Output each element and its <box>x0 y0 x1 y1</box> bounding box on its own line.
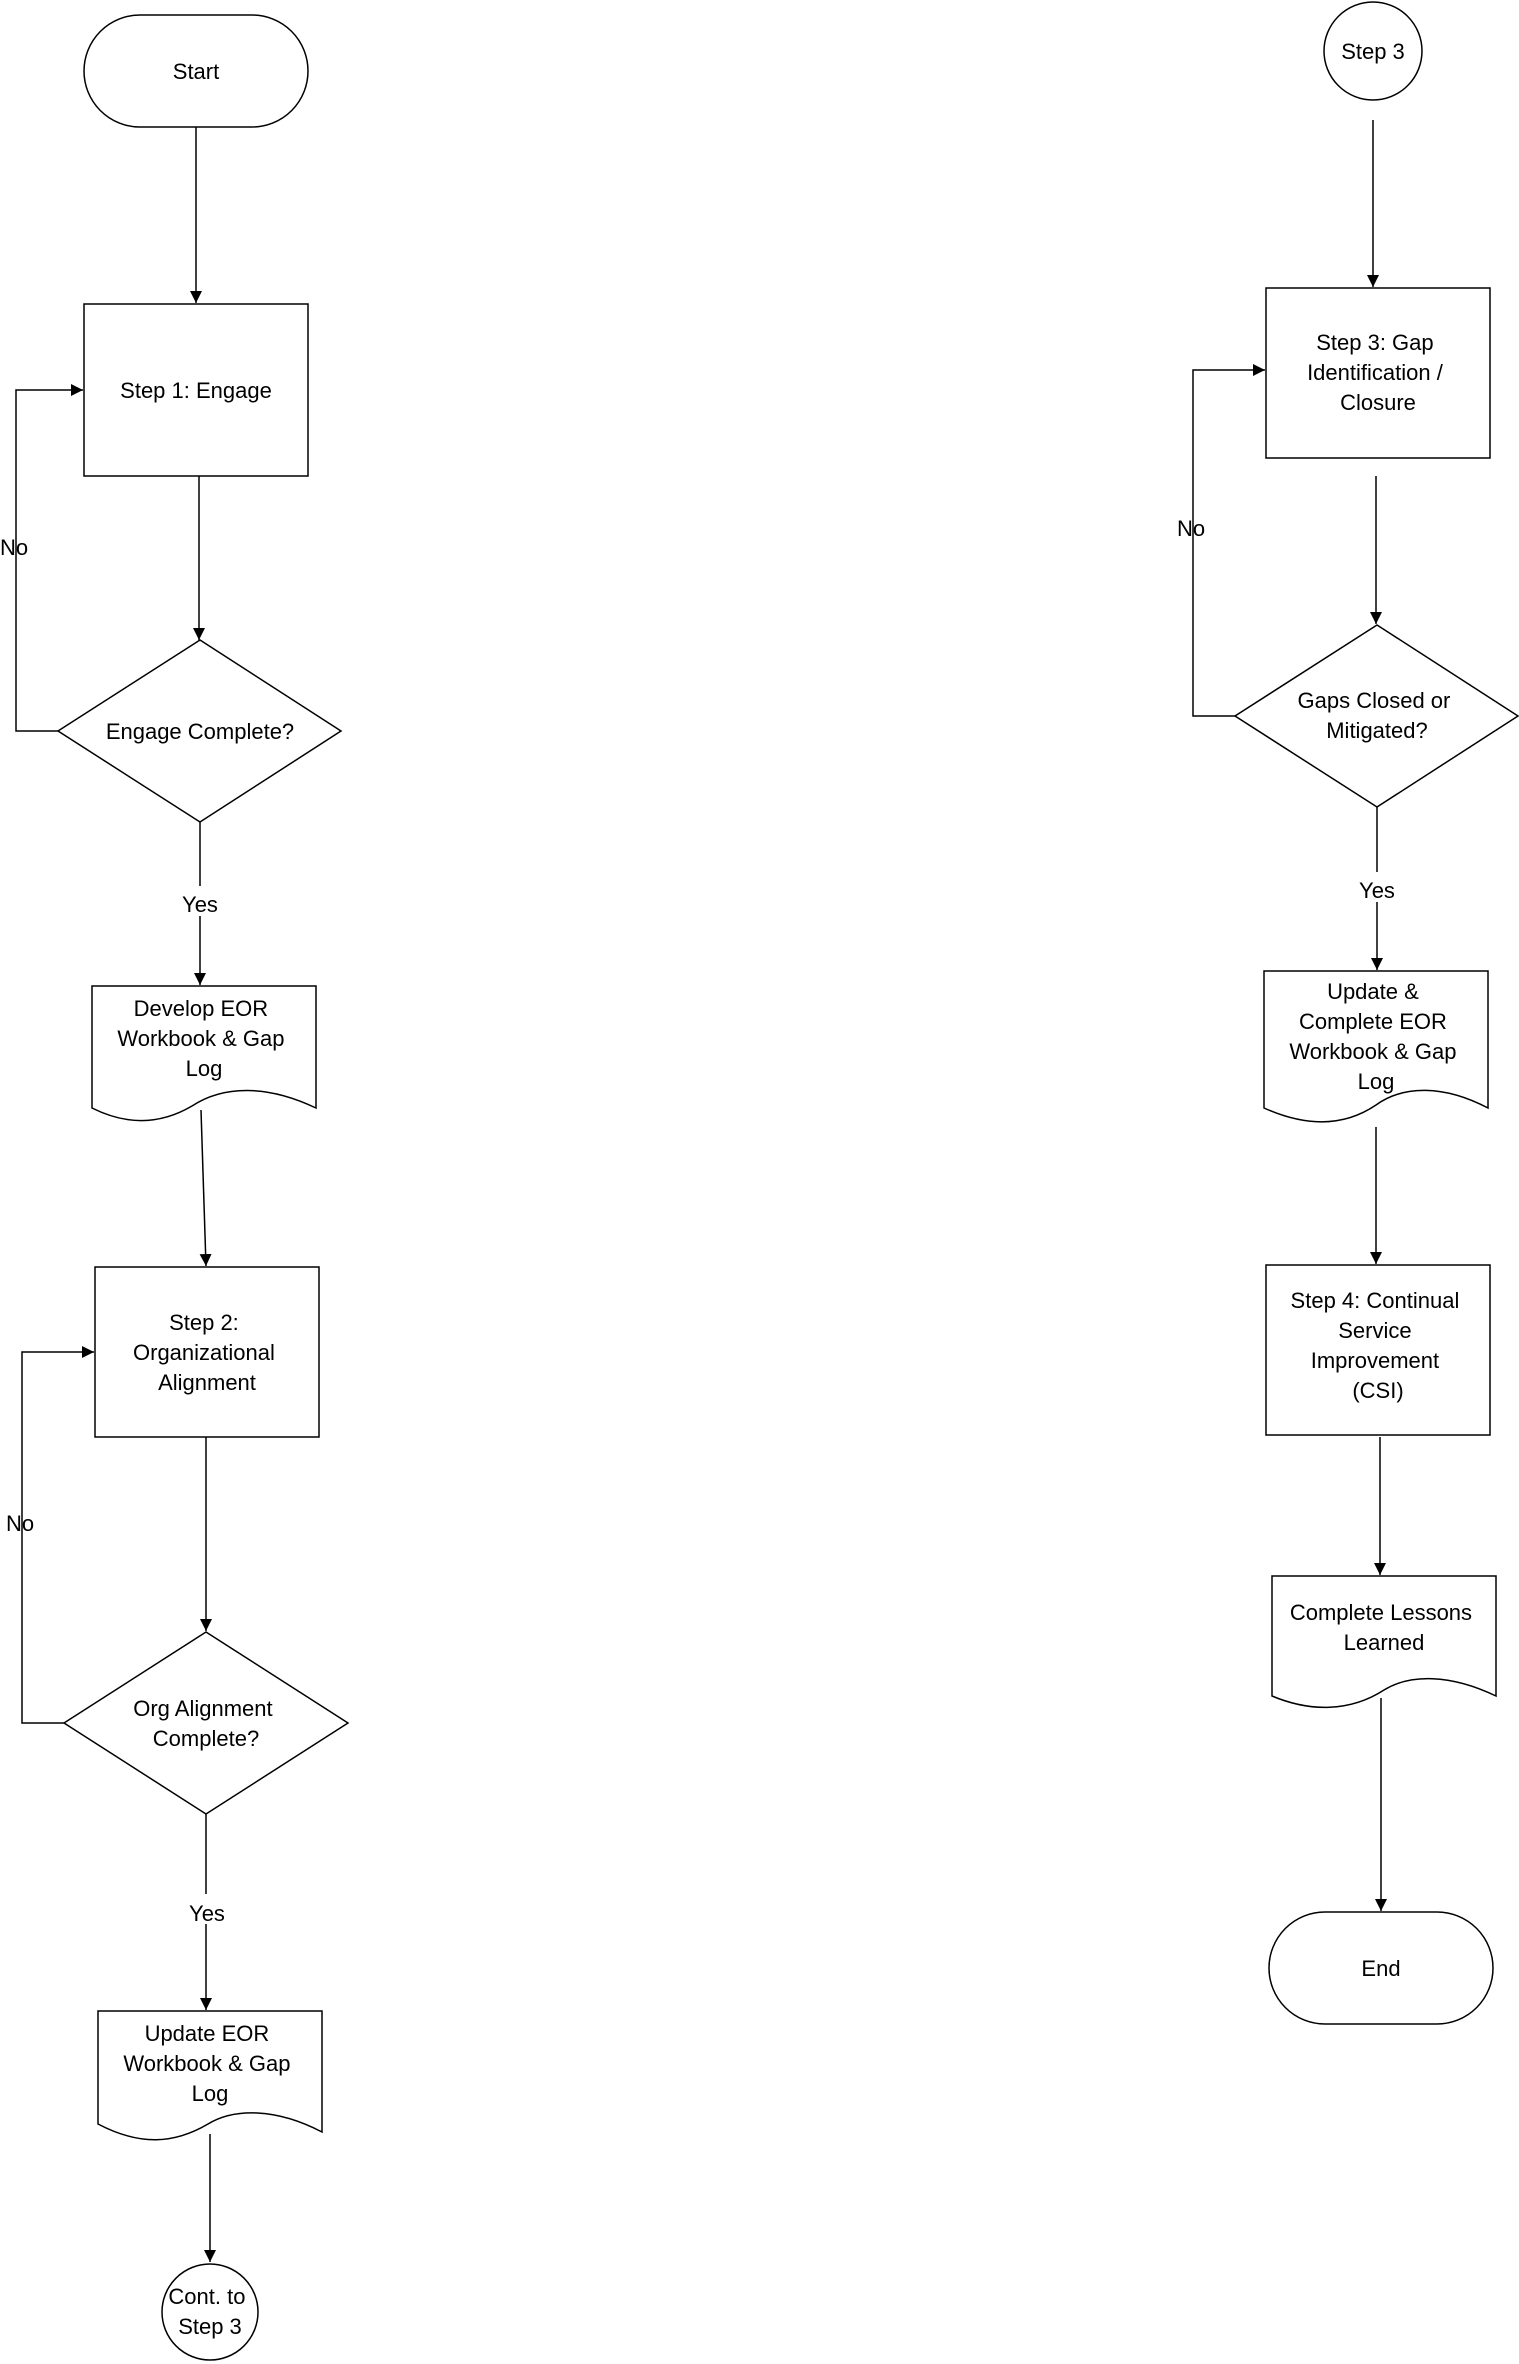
svg-text:Cont. to Step 3: Cont. to Step 3 <box>168 2284 251 2339</box>
step2-process: Step 2: Organizational Alignment <box>94 1266 320 1438</box>
step4-line: Step 4: Continual <box>1291 1288 1460 1313</box>
offpage-connector-out: Cont. to Step 3 <box>161 2263 259 2361</box>
lessons-doc-line: Complete Lessons <box>1290 1600 1472 1625</box>
start-terminator: Start <box>83 14 309 128</box>
org-decision-line: Complete? <box>153 1726 259 1751</box>
end-terminator: End <box>1268 1911 1494 2025</box>
step3-process: Step 3: Gap Identification / Closure <box>1265 287 1491 459</box>
offpage-connector-in: Step 3 <box>1323 1 1423 101</box>
org-alignment-decision: Org Alignment Complete? <box>62 1631 350 1815</box>
lessons-doc-line: Learned <box>1344 1630 1425 1655</box>
step2-line: Organizational <box>133 1340 275 1365</box>
engage-complete-decision: Engage Complete? <box>56 639 343 823</box>
complete-doc-line: Update & <box>1327 979 1419 1004</box>
svg-text:Step 2: Organizational: Step 2: Organizational Alignment <box>133 1310 281 1395</box>
svg-text:Develop EOR Workbook & G: Develop EOR Workbook & Gap Log <box>117 996 290 1081</box>
connector-out-line: Cont. to <box>168 2284 245 2309</box>
edge-develop-to-step2 <box>199 1109 212 1267</box>
connector-in-label: Step 3 <box>1341 39 1405 64</box>
update-doc-line: Workbook & Gap <box>123 2051 290 2076</box>
develop-eor-document: Develop EOR Workbook & Gap Log <box>91 985 317 1122</box>
develop-doc-line: Workbook & Gap <box>117 1026 284 1051</box>
org-yes-label: Yes <box>189 1901 225 1926</box>
lessons-learned-document: Complete Lessons Learned <box>1271 1575 1497 1708</box>
engage-yes-label: Yes <box>182 892 218 917</box>
org-decision-line: Org Alignment <box>133 1696 272 1721</box>
svg-text:Step 3: Gap Identificati: Step 3: Gap Identification / Closure <box>1307 330 1449 415</box>
edge-gaps-no-loop <box>1192 364 1265 717</box>
step3-line: Step 3: Gap <box>1316 330 1433 355</box>
complete-doc-line: Workbook & Gap <box>1289 1039 1456 1064</box>
gaps-closed-decision: Gaps Closed or Mitigated? <box>1233 624 1519 808</box>
engage-decision-label: Engage Complete? <box>106 719 294 744</box>
step3-line: Identification / <box>1307 360 1444 385</box>
complete-doc-line: Log <box>1358 1069 1395 1094</box>
gaps-decision-line: Mitigated? <box>1326 718 1428 743</box>
svg-text:Step 4: Continual Servic: Step 4: Continual Service Improvement (C… <box>1291 1288 1466 1403</box>
edge-engage-no-loop <box>15 384 83 732</box>
develop-doc-line: Develop EOR <box>134 996 269 1021</box>
develop-doc-line: Log <box>186 1056 223 1081</box>
update-eor-document: Update EOR Workbook & Gap Log <box>97 2010 323 2141</box>
svg-text:Complete Lessons Learned: Complete Lessons Learned <box>1290 1600 1478 1655</box>
step2-line: Step 2: <box>169 1310 239 1335</box>
svg-text:Gaps Closed or Mitigated: Gaps Closed or Mitigated? <box>1298 688 1457 743</box>
complete-doc-line: Complete EOR <box>1299 1009 1447 1034</box>
step2-line: Alignment <box>158 1370 256 1395</box>
gaps-no-label: No <box>1177 516 1205 541</box>
complete-eor-document: Update & Complete EOR Workbook & Gap Log <box>1263 970 1489 1123</box>
start-label: Start <box>173 59 219 84</box>
step4-line: (CSI) <box>1352 1378 1403 1403</box>
step1-label: Step 1: Engage <box>120 378 272 403</box>
org-no-label: No <box>6 1511 34 1536</box>
edge-org-no-loop <box>21 1346 94 1724</box>
step4-process: Step 4: Continual Service Improvement (C… <box>1265 1264 1491 1436</box>
gaps-decision-line: Gaps Closed or <box>1298 688 1451 713</box>
update-doc-line: Update EOR <box>145 2021 270 2046</box>
step4-line: Service <box>1338 1318 1411 1343</box>
gaps-yes-label: Yes <box>1359 878 1395 903</box>
update-doc-line: Log <box>192 2081 229 2106</box>
engage-no-label: No <box>0 535 28 560</box>
connector-out-line: Step 3 <box>178 2314 242 2339</box>
svg-text:Update EOR Workbook & Ga: Update EOR Workbook & Gap Log <box>123 2021 296 2106</box>
step1-process: Step 1: Engage <box>83 303 309 477</box>
step4-line: Improvement <box>1311 1348 1439 1373</box>
svg-text:Org Alignment Complete?: Org Alignment Complete? <box>133 1696 279 1751</box>
step3-line: Closure <box>1340 390 1416 415</box>
end-label: End <box>1361 1956 1400 1981</box>
svg-text:Update & Complete EOR: Update & Complete EOR Workbook & Gap Log <box>1289 979 1462 1094</box>
